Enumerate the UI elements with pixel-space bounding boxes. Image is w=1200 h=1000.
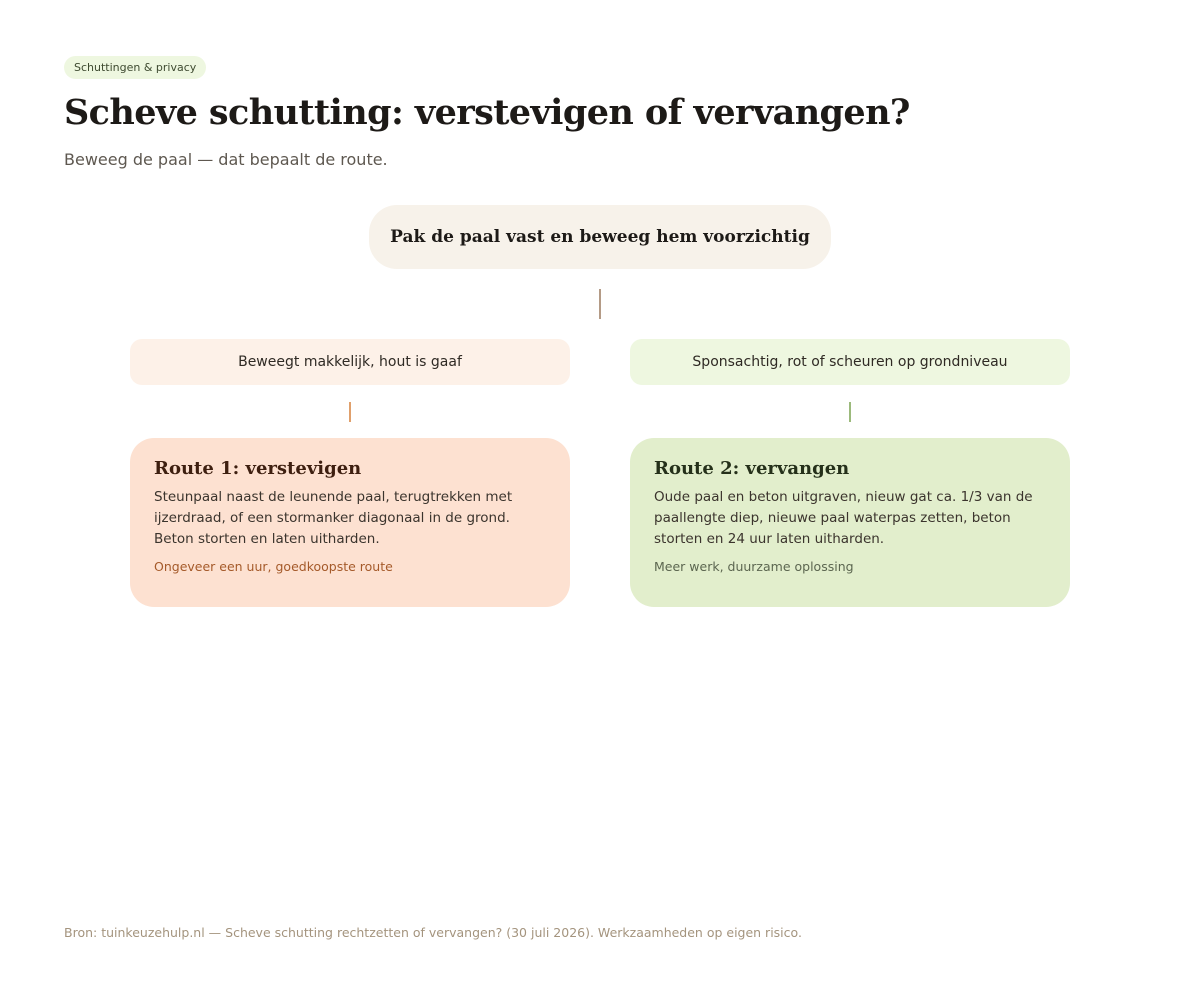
condition-node-left: Beweegt makkelijk, hout is gaaf [130, 339, 570, 385]
left-connector-line [349, 402, 351, 422]
route-description: Oude paal en beton uitgraven, nieuw gat … [654, 489, 1033, 547]
route-title: Route 2: vervangen [654, 458, 850, 479]
source-footnote: Bron: tuinkeuzehulp.nl — Scheve schuttin… [64, 925, 802, 940]
route-note: Ongeveer een uur, goedkoopste route [154, 559, 393, 574]
route-description: Steunpaal naast de leunende paal, terugt… [154, 489, 513, 547]
page-title: Scheve schutting: verstevigen of vervang… [64, 92, 910, 133]
decision-root-node: Pak de paal vast en beweeg hem voorzicht… [369, 205, 831, 269]
category-badge: Schuttingen & privacy [64, 56, 207, 79]
route-card-reinforce: Route 1: verstevigen Steunpaal naast de … [130, 438, 570, 607]
route-note: Meer werk, duurzame oplossing [654, 559, 854, 574]
root-connector-line [599, 289, 601, 319]
route-title: Route 1: verstevigen [154, 458, 362, 479]
condition-node-right: Sponsachtig, rot of scheuren op grondniv… [630, 339, 1070, 385]
right-connector-line [849, 402, 851, 422]
route-card-replace: Route 2: vervangen Oude paal en beton ui… [630, 438, 1070, 607]
page-subtitle: Beweeg de paal — dat bepaalt de route. [64, 150, 388, 169]
